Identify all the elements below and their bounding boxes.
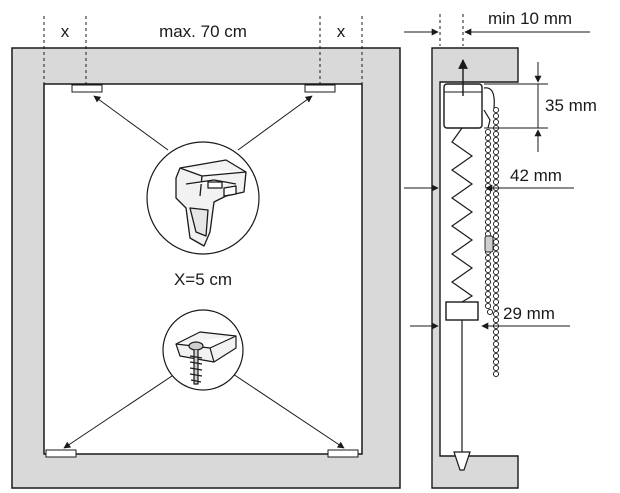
clip-bracket-icon (175, 159, 247, 247)
bracket-top-right (304, 84, 336, 93)
cord-handle (453, 451, 471, 471)
window-frame (11, 47, 401, 489)
head-height-label: 35 mm (545, 96, 597, 115)
bracket-clip-detail (146, 141, 260, 255)
dashed-guides (43, 16, 363, 84)
head-depth-label: 42 mm (510, 166, 562, 185)
screw-bracket-icon (175, 331, 237, 385)
max-width-label: max. 70 cm (159, 22, 247, 41)
bracket-bottom-left (45, 449, 77, 458)
dimension-head-height (484, 62, 548, 152)
bottom-rail (445, 301, 479, 321)
rail-depth-label: 29 mm (503, 304, 555, 323)
gap-label-left: x (61, 22, 70, 41)
ceiling-section (431, 47, 519, 489)
chain-mechanism (483, 87, 495, 129)
min-depth-label: min 10 mm (488, 9, 572, 28)
beaded-chains (484, 106, 500, 378)
front-view: x max. 70 cm x X= (11, 16, 401, 489)
chain-right (492, 106, 500, 378)
side-view: min 10 mm 35 mm 42 mm 29 mm (404, 9, 597, 489)
chain-connector (484, 235, 494, 253)
x-value-label: X=5 cm (174, 270, 232, 289)
bracket-bottom-right (327, 449, 359, 458)
gap-label-right: x (337, 22, 346, 41)
chain-left (484, 128, 494, 316)
pointer-arrows (63, 95, 345, 449)
dimension-min-depth (404, 14, 590, 46)
screw-bracket-detail (162, 309, 244, 391)
bracket-top-left (71, 84, 103, 93)
pleated-fabric (450, 127, 474, 303)
